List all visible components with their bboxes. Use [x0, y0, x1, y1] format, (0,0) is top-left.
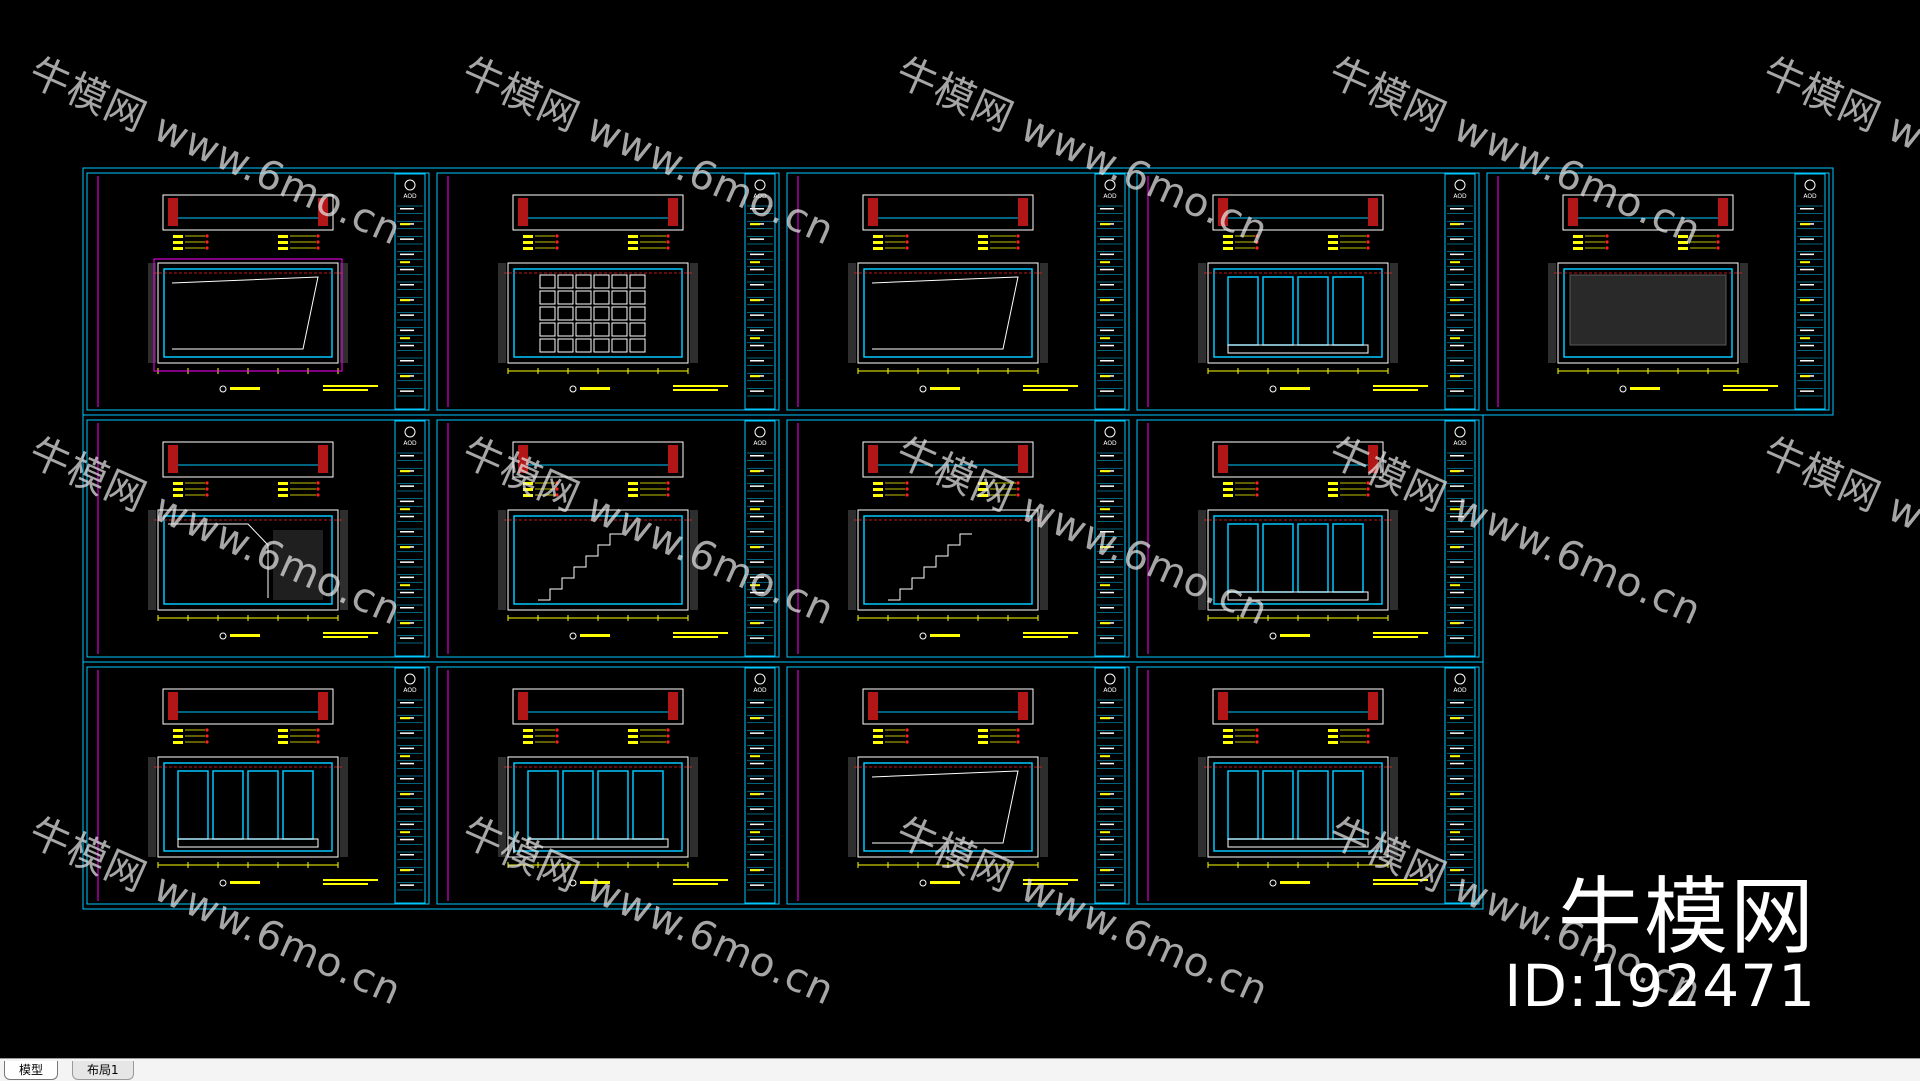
drawing-sheet: AOD	[786, 172, 1130, 411]
elevation-drawing	[498, 262, 698, 364]
title-block-logo: AOD	[1803, 193, 1817, 200]
section-marker	[569, 879, 577, 887]
drawing-sheet: AOD	[1486, 172, 1830, 411]
drawing-sheet: AOD	[1136, 172, 1480, 411]
drawing-sheet: AOD	[86, 666, 430, 905]
plan-strip	[512, 688, 684, 725]
drawing-sheet: AOD	[86, 172, 430, 411]
title-block: AOD	[394, 173, 426, 410]
drawing-sheet: AOD	[786, 419, 1130, 658]
drawing-sheet: AOD	[1136, 666, 1480, 905]
elevation-drawing	[148, 262, 348, 364]
title-block: AOD	[1094, 420, 1126, 657]
section-marker	[1619, 385, 1627, 393]
title-block: AOD	[1094, 173, 1126, 410]
brand-id-label: ID:192471	[1504, 952, 1816, 1020]
title-block-logo: AOD	[1103, 687, 1117, 694]
drawing-sheet: AOD	[1136, 419, 1480, 658]
plan-strip	[862, 441, 1034, 478]
section-marker	[1269, 632, 1277, 640]
plan-strip	[512, 194, 684, 231]
title-block-logo: AOD	[1103, 440, 1117, 447]
elevation-drawing	[1198, 509, 1398, 611]
section-marker	[1269, 879, 1277, 887]
title-block-logo: AOD	[753, 193, 767, 200]
title-block-logo: AOD	[753, 440, 767, 447]
elevation-drawing	[1198, 262, 1398, 364]
elevation-drawing	[1548, 262, 1748, 364]
elevation-drawing	[848, 756, 1048, 858]
drawing-sheet: AOD	[86, 419, 430, 658]
drawing-sheet: AOD	[436, 419, 780, 658]
title-block: AOD	[744, 173, 776, 410]
plan-strip	[1562, 194, 1734, 231]
elevation-drawing	[1198, 756, 1398, 858]
tab-layout1[interactable]: 布局1	[72, 1061, 134, 1080]
plan-strip	[1212, 194, 1384, 231]
title-block-logo: AOD	[403, 440, 417, 447]
title-block: AOD	[394, 420, 426, 657]
selection-highlight	[153, 258, 343, 372]
section-marker	[919, 879, 927, 887]
title-block: AOD	[744, 667, 776, 904]
section-marker	[219, 632, 227, 640]
row3-frame	[82, 661, 1484, 910]
section-marker	[919, 385, 927, 393]
title-block: AOD	[1444, 667, 1476, 904]
elevation-drawing	[848, 509, 1048, 611]
title-block-logo: AOD	[1453, 687, 1467, 694]
elevation-drawing	[498, 509, 698, 611]
plan-strip	[162, 194, 334, 231]
drawing-sheet: AOD	[786, 666, 1130, 905]
title-block: AOD	[1794, 173, 1826, 410]
section-marker	[219, 879, 227, 887]
title-block-logo: AOD	[753, 687, 767, 694]
section-marker	[219, 385, 227, 393]
title-block: AOD	[1444, 173, 1476, 410]
plan-strip	[862, 688, 1034, 725]
title-block: AOD	[1444, 420, 1476, 657]
title-block: AOD	[1094, 667, 1126, 904]
elevation-drawing	[148, 756, 348, 858]
section-marker	[569, 385, 577, 393]
elevation-drawing	[848, 262, 1048, 364]
title-block: AOD	[744, 420, 776, 657]
elevation-drawing	[498, 756, 698, 858]
title-block-logo: AOD	[403, 193, 417, 200]
plan-strip	[1212, 688, 1384, 725]
drawing-sheet: AOD	[436, 172, 780, 411]
plan-strip	[162, 688, 334, 725]
plan-strip	[862, 194, 1034, 231]
tab-model[interactable]: 模型	[4, 1061, 59, 1080]
drawing-sheets[interactable]: AOD AOD AOD AOD AOD AOD AOD AOD AOD AOD AOD AOD AOD	[0, 0, 1920, 1058]
section-marker	[919, 632, 927, 640]
layout-tab-bar: 模型 布局1	[0, 1058, 1920, 1081]
title-block-logo: AOD	[1103, 193, 1117, 200]
plan-strip	[512, 441, 684, 478]
plan-strip	[162, 441, 334, 478]
plan-strip	[1212, 441, 1384, 478]
brand-logo-text: 牛模网	[1557, 868, 1816, 966]
section-marker	[1269, 385, 1277, 393]
section-marker	[569, 632, 577, 640]
title-block: AOD	[394, 667, 426, 904]
title-block-logo: AOD	[1453, 440, 1467, 447]
elevation-drawing	[148, 509, 348, 611]
title-block-logo: AOD	[403, 687, 417, 694]
drawing-sheet: AOD	[436, 666, 780, 905]
title-block-logo: AOD	[1453, 193, 1467, 200]
